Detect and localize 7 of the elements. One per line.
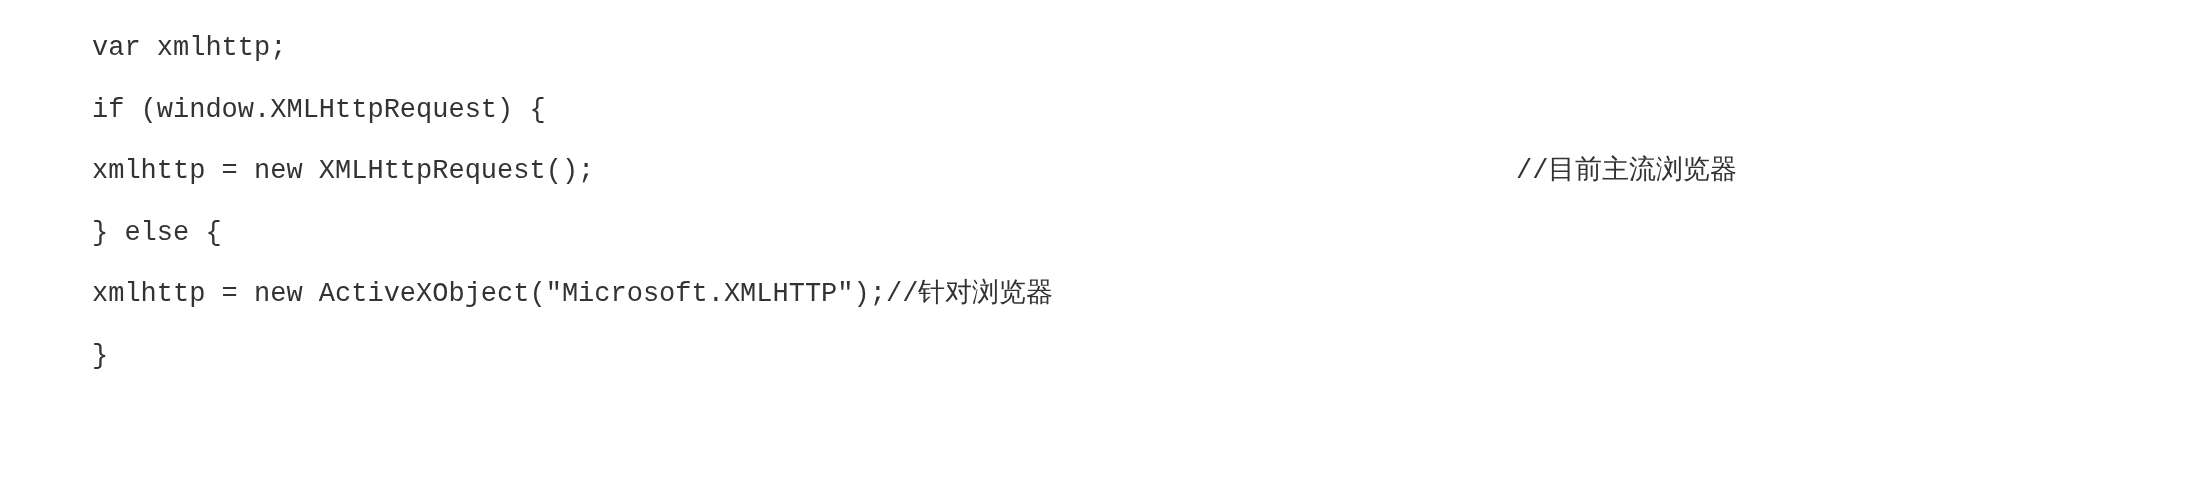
code-line: if (window.XMLHttpRequest) { [92,93,546,127]
code-line: } [92,339,109,373]
code-line: } else { [92,216,222,250]
code-line: xmlhttp = new XMLHttpRequest(); [92,155,595,188]
code-line: //目前主流浏览器 [1516,154,1738,188]
code-line: var xmlhttp; [92,32,287,65]
code-line: xmlhttp = new ActiveXObject("Microsoft.XMLHTTP");//针对浏览器 [92,277,1054,311]
